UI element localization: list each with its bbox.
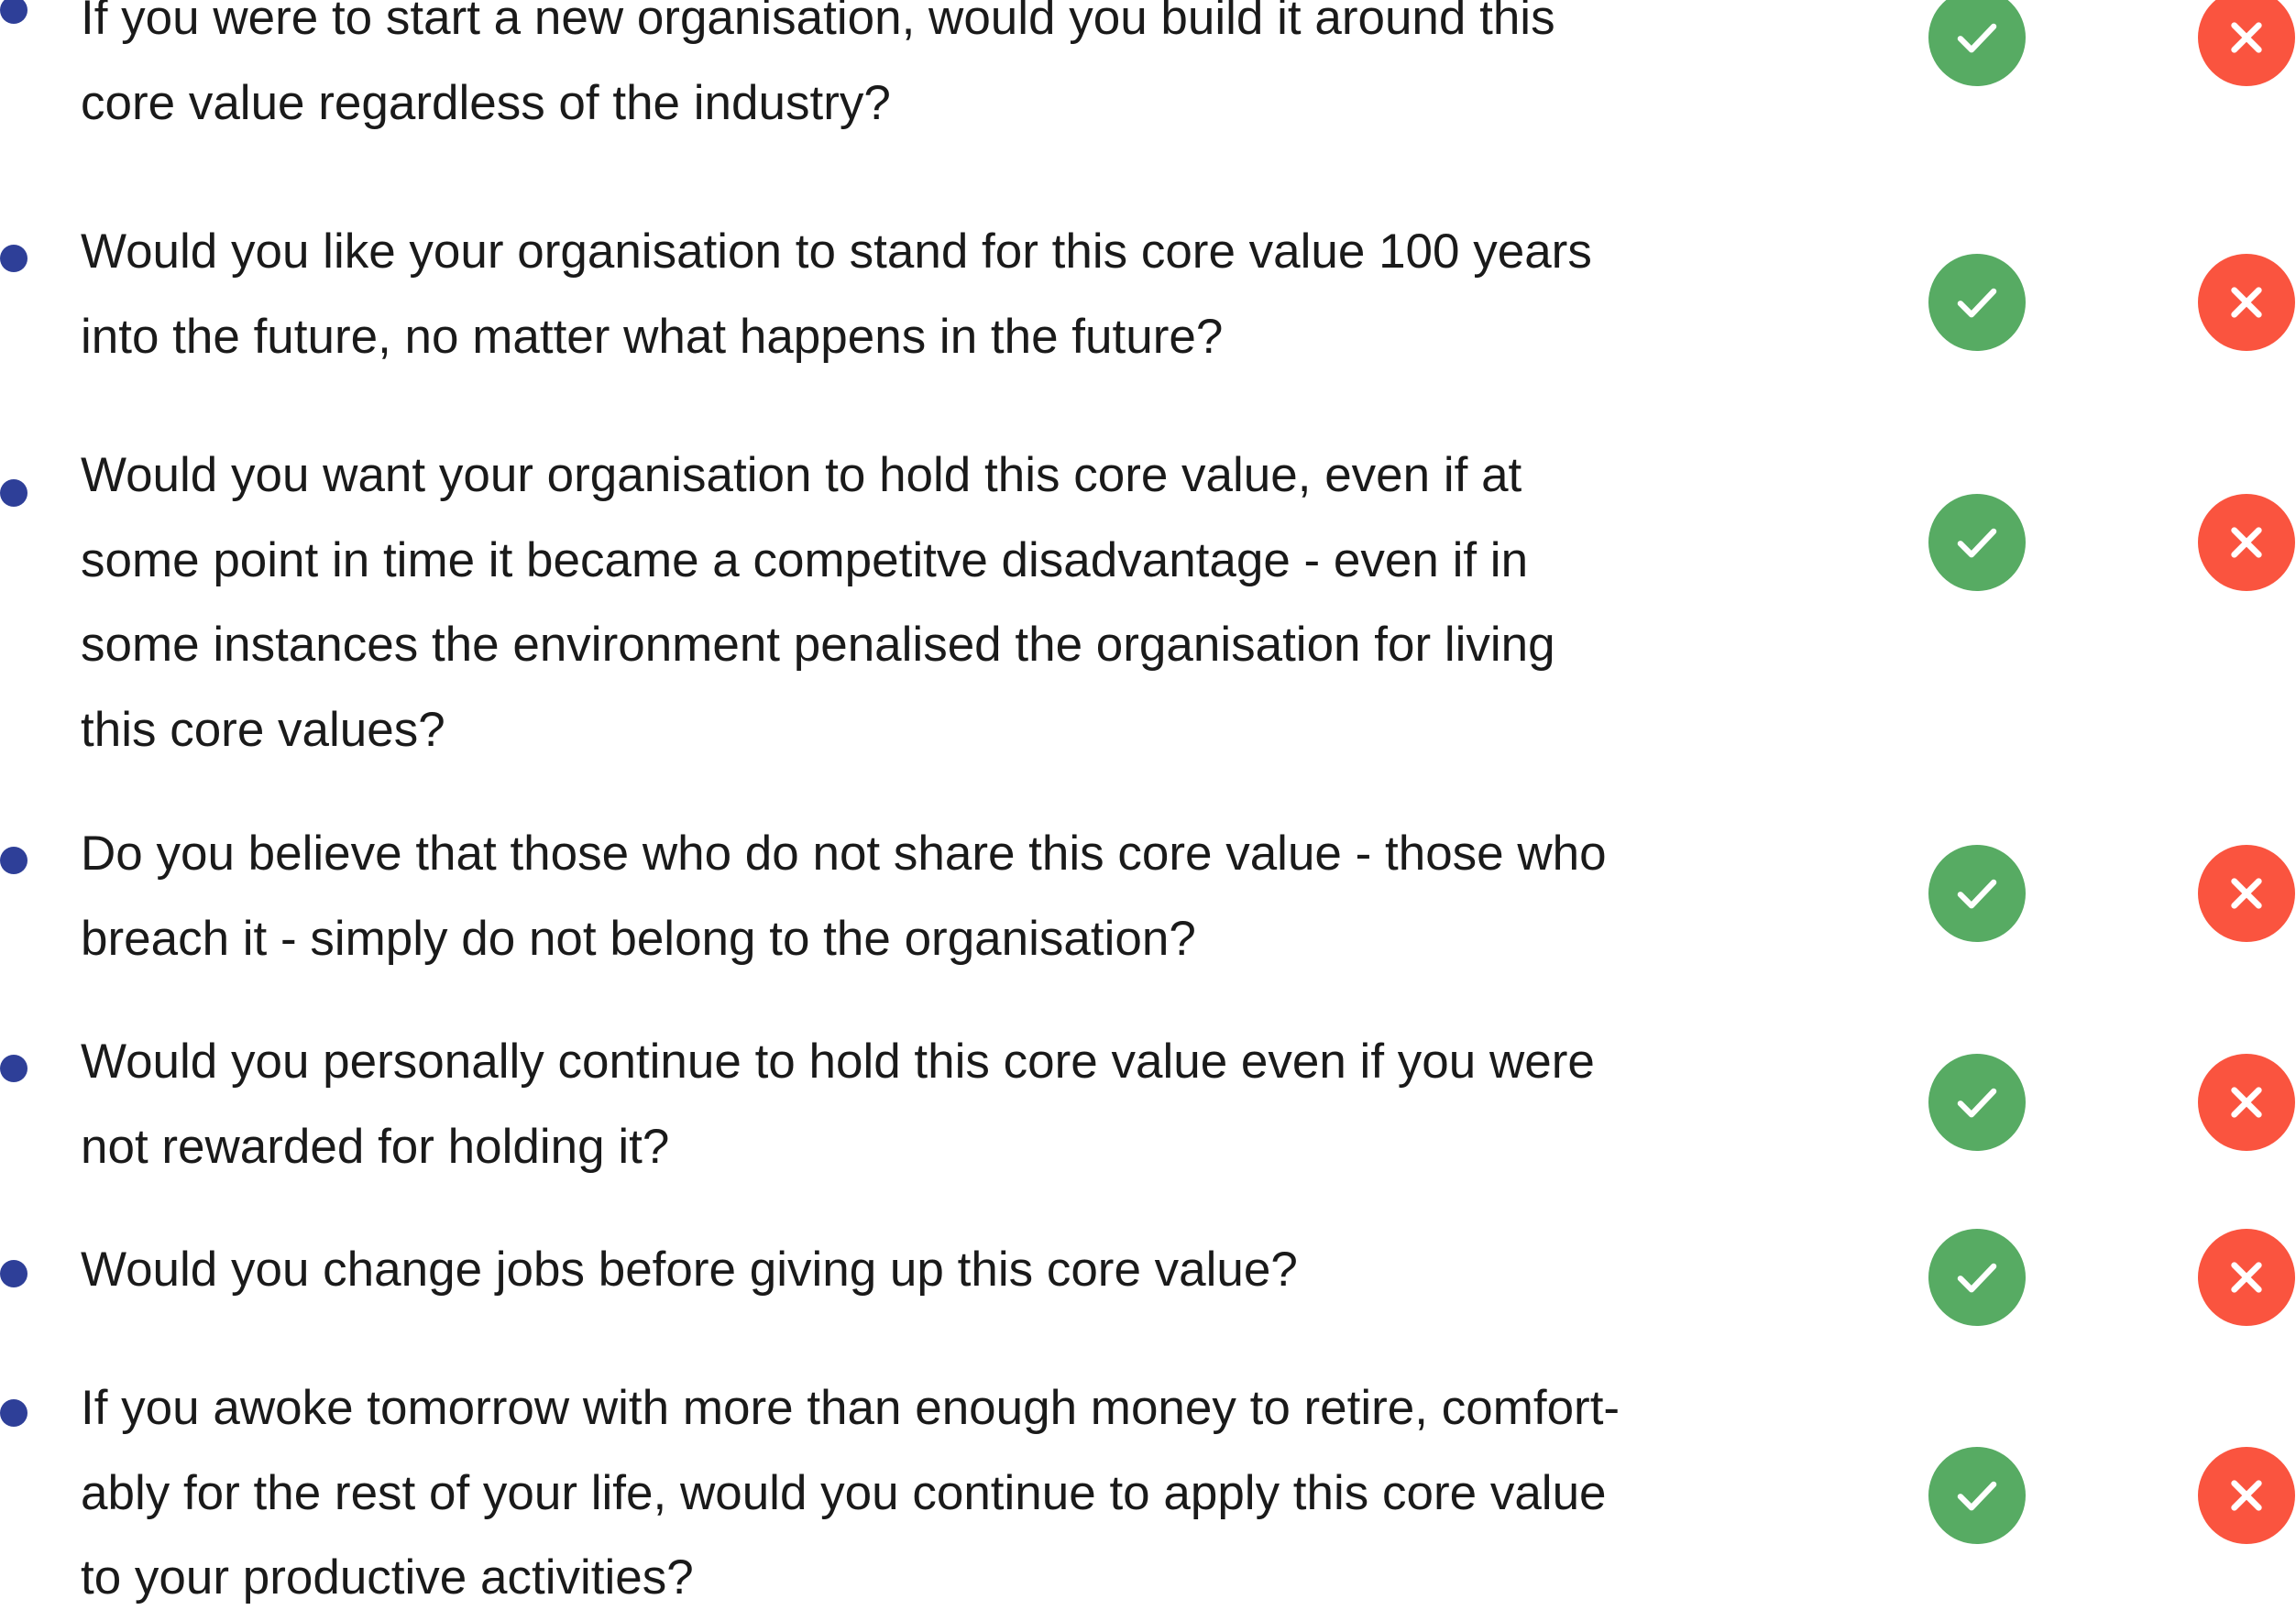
yes-button[interactable] bbox=[1928, 845, 2026, 942]
check-icon bbox=[1957, 1088, 1997, 1118]
bullet-icon bbox=[0, 1260, 27, 1287]
no-button[interactable] bbox=[2198, 0, 2295, 86]
bullet-icon bbox=[0, 847, 27, 874]
yes-button[interactable] bbox=[1928, 1229, 2026, 1326]
close-icon bbox=[2231, 22, 2262, 53]
close-icon bbox=[2231, 878, 2262, 909]
bullet-icon bbox=[0, 0, 27, 24]
question-text: If you were to start a new organisation,… bbox=[81, 0, 1555, 130]
no-button[interactable] bbox=[2198, 254, 2295, 351]
no-button[interactable] bbox=[2198, 845, 2295, 942]
close-icon bbox=[2231, 1262, 2262, 1293]
bullet-icon bbox=[0, 245, 27, 272]
question-text: Do you believe that those who do not sha… bbox=[81, 827, 1607, 966]
question-text: If you awoke tomorrow with more than eno… bbox=[81, 1381, 1620, 1605]
no-button[interactable] bbox=[2198, 1447, 2295, 1544]
question-text: Would you personally continue to hold th… bbox=[81, 1035, 1595, 1174]
close-icon bbox=[2231, 1087, 2262, 1118]
yes-button[interactable] bbox=[1928, 494, 2026, 591]
question-text: Would you like your organisation to stan… bbox=[81, 225, 1592, 364]
check-icon bbox=[1957, 23, 1997, 53]
no-button[interactable] bbox=[2198, 1229, 2295, 1326]
bullet-icon bbox=[0, 479, 27, 507]
close-icon bbox=[2231, 1480, 2262, 1511]
question-text: Would you want your organisation to hold… bbox=[81, 448, 1555, 757]
question-text: Would you change jobs before giving up t… bbox=[81, 1243, 1298, 1297]
check-icon bbox=[1957, 879, 1997, 909]
bullet-icon bbox=[0, 1055, 27, 1082]
yes-button[interactable] bbox=[1928, 254, 2026, 351]
no-button[interactable] bbox=[2198, 494, 2295, 591]
close-icon bbox=[2231, 527, 2262, 558]
check-icon bbox=[1957, 1263, 1997, 1293]
no-button[interactable] bbox=[2198, 1054, 2295, 1151]
check-icon bbox=[1957, 288, 1997, 318]
yes-button[interactable] bbox=[1928, 1447, 2026, 1544]
close-icon bbox=[2231, 287, 2262, 318]
check-icon bbox=[1957, 1481, 1997, 1511]
yes-button[interactable] bbox=[1928, 0, 2026, 86]
bullet-icon bbox=[0, 1399, 27, 1427]
check-icon bbox=[1957, 528, 1997, 558]
yes-button[interactable] bbox=[1928, 1054, 2026, 1151]
